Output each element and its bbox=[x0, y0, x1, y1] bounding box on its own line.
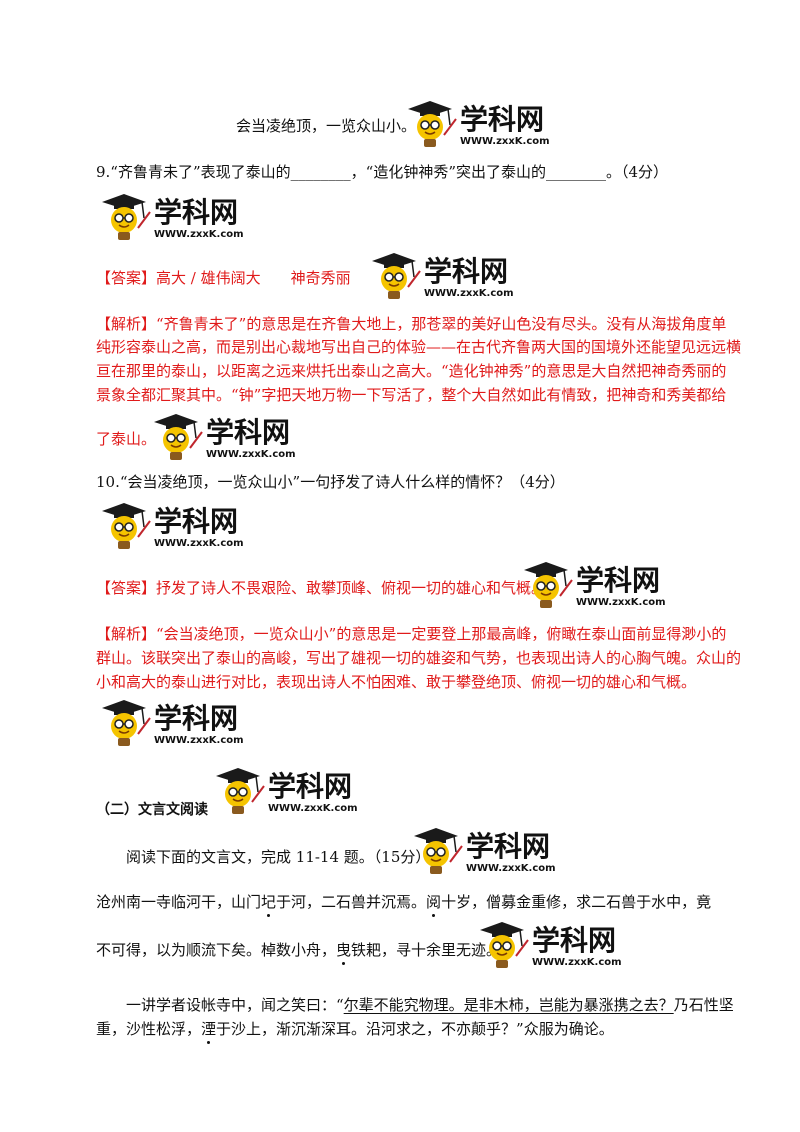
svg-text:WWW.zxxK.com: WWW.zxxK.com bbox=[268, 803, 358, 814]
passage-text: 铁耙，寻十余里无迹。 bbox=[351, 941, 502, 959]
analysis-9-line-3: 亘在那里的泰山，以距离之远来烘托出泰山之高大。“造化钟神秀”的意思是大自然把神奇… bbox=[96, 362, 727, 380]
passage-text: 沧州南一寺临河干，山门 bbox=[96, 893, 262, 911]
passage-p2-line-2: 重，沙性松浮，湮于沙上，渐沉渐深耳。沿河求之，不亦颠乎？”众服为确论。 bbox=[96, 1019, 614, 1044]
svg-text:学科网: 学科网 bbox=[206, 416, 290, 449]
analysis-tag: 【解析】 bbox=[96, 625, 157, 643]
zxxk-logo: 学科网 WWW.zxxK.com bbox=[98, 188, 258, 244]
zxxk-logo: 学科网 WWW.zxxK.com bbox=[98, 694, 258, 750]
passage-text: 十岁，僧募金重修，求二石兽于水中，竟 bbox=[441, 893, 712, 911]
svg-text:学科网: 学科网 bbox=[466, 830, 550, 863]
passage-text: 乃石性坚 bbox=[673, 996, 734, 1014]
analysis-9-line-2: 纯形容泰山之高，而是别出心裁地写出自己的体验——在古代齐鲁两大国的国境外还能望见… bbox=[96, 338, 742, 356]
analysis-9-line-5: 了泰山。 bbox=[96, 430, 157, 448]
answer-text: 高大 / 雄伟阔大 神奇秀丽 bbox=[156, 269, 351, 287]
dotted-char: 阅 bbox=[426, 893, 442, 917]
svg-text:WWW.zxxK.com: WWW.zxxK.com bbox=[460, 136, 550, 147]
answer-10: 【答案】抒发了诗人不畏艰险、敢攀顶峰、俯视一切的雄心和气概。 bbox=[96, 578, 546, 598]
answer-text: 抒发了诗人不畏艰险、敢攀顶峰、俯视一切的雄心和气概。 bbox=[156, 579, 547, 597]
svg-text:学科网: 学科网 bbox=[576, 564, 660, 597]
svg-text:WWW.zxxK.com: WWW.zxxK.com bbox=[532, 957, 622, 968]
zxxk-logo: 学科网 WWW.zxxK.com bbox=[150, 408, 310, 464]
dotted-char: 曳 bbox=[336, 941, 352, 965]
svg-text:学科网: 学科网 bbox=[154, 702, 238, 735]
analysis-10-line-3: 小和高大的泰山进行对比，表现出诗人不怕困难、敢于攀登绝顶、俯视一切的雄心和气概。 bbox=[96, 673, 697, 691]
svg-text:WWW.zxxK.com: WWW.zxxK.com bbox=[466, 863, 556, 874]
reading-instruction: 阅读下面的文言文，完成 11-14 题。（15分） bbox=[126, 848, 431, 866]
answer-tag: 【答案】 bbox=[96, 269, 157, 287]
zxxk-logo: 学科网 WWW.zxxK.com bbox=[520, 556, 680, 612]
svg-text:学科网: 学科网 bbox=[154, 196, 238, 229]
zxxk-logo: 学科网 WWW.zxxK.com bbox=[212, 762, 372, 818]
answer-tag: 【答案】 bbox=[96, 579, 157, 597]
analysis-text: “齐鲁青未了”的意思是在齐鲁大地上，那苍翠的美好山色没有尽头。没有从海拔角度单 bbox=[156, 315, 727, 333]
question-9: 9.“齐鲁青未了”表现了泰山的________，“造化钟神秀”突出了泰山的___… bbox=[96, 163, 669, 181]
svg-text:学科网: 学科网 bbox=[424, 255, 508, 288]
svg-text:学科网: 学科网 bbox=[154, 505, 238, 538]
svg-text:WWW.zxxK.com: WWW.zxxK.com bbox=[154, 735, 244, 746]
passage-p2-line-1: 一讲学者设帐寺中，闻之笑曰：“尔辈不能究物理。是非木柿，岂能为暴涨携之去？乃石性… bbox=[126, 995, 734, 1015]
answer-9: 【答案】高大 / 雄伟阔大 神奇秀丽 bbox=[96, 268, 351, 288]
zxxk-logo: 学科网 WWW.zxxK.com bbox=[410, 822, 570, 878]
svg-text:学科网: 学科网 bbox=[460, 103, 544, 136]
svg-text:学科网: 学科网 bbox=[532, 924, 616, 957]
underlined-sentence: 尔辈不能究物理。是非木柿，岂能为暴涨携之去？ bbox=[343, 996, 674, 1014]
analysis-10-line-2: 群山。该联突出了泰山的高峻，写出了雄视一切的雄姿和气势，也表现出诗人的心胸气魄。… bbox=[96, 649, 742, 667]
passage-p1-line-2: 不可得，以为顺流下矣。棹数小舟，曳铁耙，寻十余里无迹。 bbox=[96, 940, 502, 965]
svg-text:WWW.zxxK.com: WWW.zxxK.com bbox=[206, 449, 296, 460]
passage-p1-line-1: 沧州南一寺临河干，山门圮于河，二石兽并沉焉。阅十岁，僧募金重修，求二石兽于水中，… bbox=[96, 892, 712, 917]
section-heading: （二）文言文阅读 bbox=[96, 802, 208, 818]
analysis-9-line-4: 景象全都汇聚其中。“钟”字把天地万物一下写活了，整个大自然如此有情致，把神奇和秀… bbox=[96, 386, 727, 404]
analysis-tag: 【解析】 bbox=[96, 315, 157, 333]
passage-text: 于沙上，渐沉渐深耳。沿河求之，不亦颠乎？”众服为确论。 bbox=[216, 1020, 614, 1038]
analysis-9-line-1: 【解析】“齐鲁青未了”的意思是在齐鲁大地上，那苍翠的美好山色没有尽头。没有从海拔… bbox=[96, 314, 726, 334]
zxxk-logo: 学科网 WWW.zxxK.com bbox=[476, 916, 636, 972]
passage-text: 于河，二石兽并沉焉。 bbox=[276, 893, 427, 911]
passage-text: 重，沙性松浮， bbox=[96, 1020, 202, 1038]
dotted-char: 圮 bbox=[261, 893, 277, 917]
dotted-char: 湮 bbox=[201, 1020, 217, 1044]
zxxk-logo: 学科网 WWW.zxxK.com bbox=[368, 247, 528, 303]
analysis-10-line-1: 【解析】“会当凌绝顶，一览众山小”的意思是一定要登上那最高峰，俯瞰在泰山面前显得… bbox=[96, 624, 726, 644]
svg-text:WWW.zxxK.com: WWW.zxxK.com bbox=[154, 229, 244, 240]
svg-text:WWW.zxxK.com: WWW.zxxK.com bbox=[424, 288, 514, 299]
svg-text:WWW.zxxK.com: WWW.zxxK.com bbox=[576, 597, 666, 608]
zxxk-logo: 学科网 WWW.zxxK.com bbox=[98, 497, 258, 553]
question-10: 10.“会当凌绝顶，一览众山小”一句抒发了诗人什么样的情怀？（4分） bbox=[96, 473, 565, 491]
svg-text:WWW.zxxK.com: WWW.zxxK.com bbox=[154, 538, 244, 549]
analysis-text: “会当凌绝顶，一览众山小”的意思是一定要登上那最高峰，俯瞰在泰山面前显得渺小的 bbox=[156, 625, 727, 643]
poem-line: 会当凌绝顶，一览众山小。 bbox=[236, 117, 417, 135]
zxxk-logo: 学科网 WWW.zxxK.com bbox=[404, 95, 564, 151]
svg-text:学科网: 学科网 bbox=[268, 770, 352, 803]
passage-text: 一讲学者设帐寺中，闻之笑曰：“ bbox=[126, 996, 344, 1014]
passage-text: 不可得，以为顺流下矣。棹数小舟， bbox=[96, 941, 337, 959]
